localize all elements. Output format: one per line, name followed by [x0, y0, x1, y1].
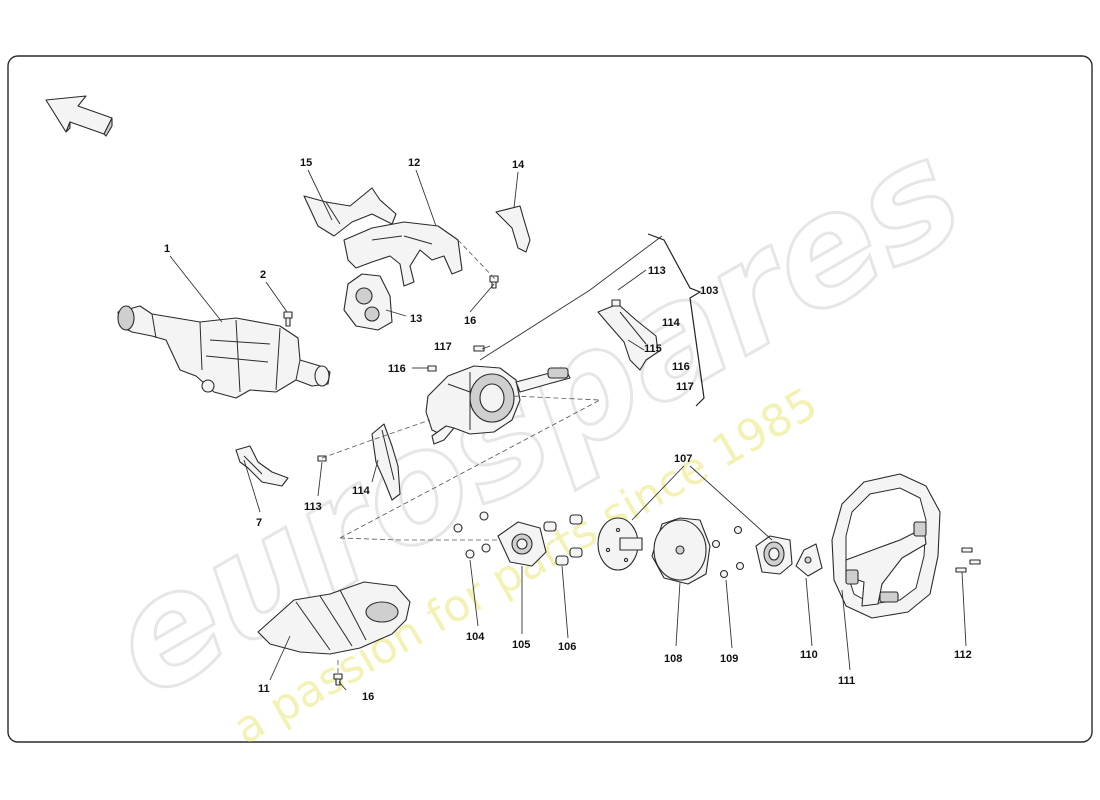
callout-11: 11 — [258, 683, 270, 695]
callout-116-left: 116 — [388, 363, 406, 375]
callout-106: 106 — [558, 641, 576, 653]
steering-wheel-part-111 — [831, 473, 941, 619]
callout-15: 15 — [300, 157, 312, 169]
callout-1: 1 — [164, 243, 170, 255]
assembly-dashed-lines — [321, 239, 602, 676]
callout-117-left: 117 — [434, 341, 452, 353]
switch-housing-part-13 — [343, 273, 393, 331]
callout-114-upper: 114 — [662, 317, 681, 329]
small-screw-part-116 — [427, 365, 437, 372]
callout-14: 14 — [512, 159, 525, 171]
callout-103: 103 — [700, 285, 718, 297]
lower-cover-part-11 — [257, 581, 411, 655]
callout-2: 2 — [260, 269, 266, 281]
screw-part-16-upper — [489, 275, 499, 289]
callout-108: 108 — [664, 653, 682, 665]
callout-109: 109 — [720, 653, 738, 665]
paddle-part-114-lower — [317, 423, 401, 501]
steering-column-part-1 — [117, 305, 331, 399]
callout-16-lower: 16 — [362, 691, 374, 703]
callout-113-upper: 113 — [648, 265, 666, 277]
switch-assembly-part-103 — [425, 365, 571, 445]
nut-group-part-104 — [453, 511, 491, 559]
back-arrow-icon[interactable] — [45, 95, 113, 137]
paddle-part-114-upper — [597, 299, 659, 371]
callout-104: 104 — [466, 631, 485, 643]
callout-117-right: 117 — [676, 381, 694, 393]
callout-107: 107 — [674, 453, 692, 465]
adapter-plate-part-110 — [795, 543, 823, 577]
quick-release-part-107-left — [597, 517, 643, 571]
callout-13: 13 — [410, 313, 422, 325]
callout-116-right: 116 — [672, 361, 690, 373]
callout-115: 115 — [644, 343, 662, 355]
hub-body-part-108 — [651, 517, 711, 585]
spacer-group-part-106 — [543, 514, 583, 566]
quick-release-part-107-right — [755, 535, 793, 575]
bracket-part-7 — [235, 445, 289, 487]
screw-part-16-lower — [333, 673, 343, 686]
callout-16-upper: 16 — [464, 315, 476, 327]
callout-113-lower: 113 — [304, 501, 322, 513]
clip-part-14 — [495, 205, 531, 253]
upper-cover-part-12 — [343, 221, 463, 287]
callout-110: 110 — [800, 649, 818, 661]
callout-111: 111 — [838, 675, 855, 687]
callout-105: 105 — [512, 639, 530, 651]
shroud-part-15 — [303, 187, 397, 237]
leader-lines — [169, 169, 967, 691]
hub-adapter-part-105 — [497, 521, 547, 567]
diagram-frame — [7, 55, 1093, 743]
group-bracket-103 — [647, 233, 705, 407]
callout-labels: 1 2 7 11 12 13 14 15 16 16 103 104 105 1… — [164, 157, 972, 703]
nut-group-part-109 — [711, 525, 745, 579]
bolt-group-part-112 — [955, 547, 981, 573]
bolt-part-2 — [283, 311, 293, 327]
callout-12: 12 — [408, 157, 420, 169]
callout-112: 112 — [954, 649, 972, 661]
callout-114-lower: 114 — [352, 485, 371, 497]
callout-7: 7 — [256, 517, 262, 529]
